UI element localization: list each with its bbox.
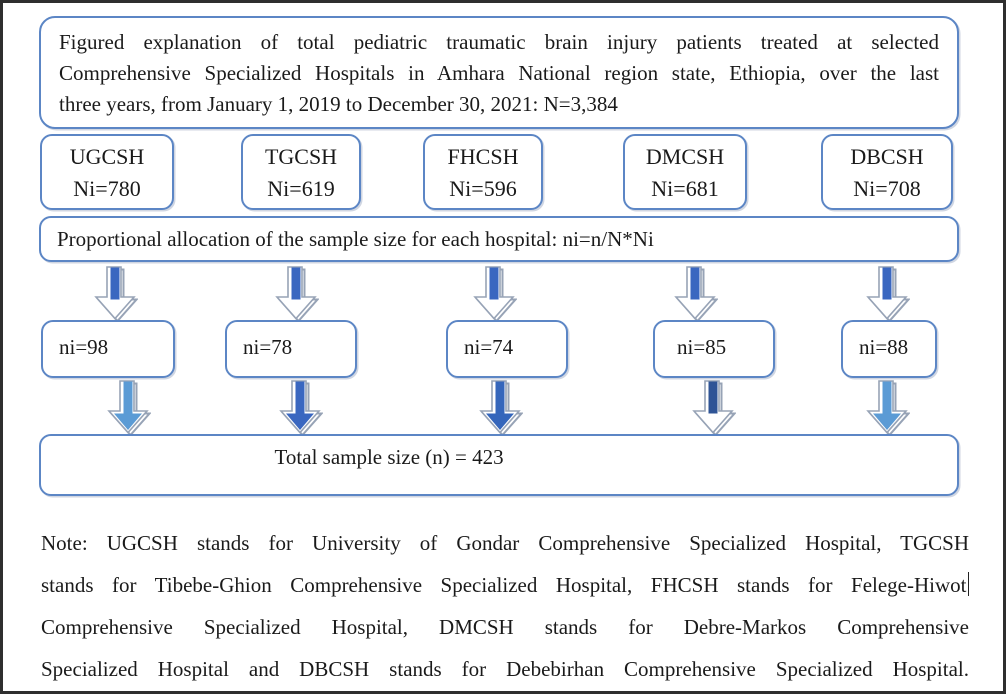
sample-size-label: ni=74 (464, 335, 514, 359)
sample-size-box: ni=98 (41, 320, 175, 378)
sample-size-box: ni=78 (225, 320, 357, 378)
down-arrow-icon (275, 266, 319, 323)
hospital-box-dmcsh: DMCSH Ni=681 (623, 134, 747, 210)
title-line: Figured explanation of total pediatric t… (59, 30, 939, 54)
sample-size-label: ni=88 (859, 335, 909, 359)
hospital-box-ugcsh: UGCSH Ni=780 (40, 134, 174, 210)
total-sample-box: Total sample size (n) = 423 (39, 434, 959, 496)
hospital-abbr: UGCSH (69, 144, 145, 169)
total-sample-text: Total sample size (n) = 423 (274, 445, 504, 469)
sample-size-row: ni=98 ni=78 ni=74 ni=85 ni=88 (39, 320, 959, 378)
hospital-abbr: DBCSH (850, 144, 924, 169)
title-line: Comprehensive Specialized Hospitals in A… (59, 61, 939, 85)
text-cursor (967, 572, 969, 596)
note-line: Specialized Hospital and DBCSH stands fo… (41, 657, 969, 681)
hospital-row: UGCSH Ni=780 TGCSH Ni=619 FHCSH Ni=596 D… (39, 134, 959, 210)
down-arrow-icon (674, 266, 718, 323)
sample-size-label: ni=98 (59, 335, 109, 359)
sample-size-box: ni=88 (841, 320, 937, 378)
arrow-row-1 (39, 265, 959, 323)
note-line: Comprehensive Specialized Hospital, DMCS… (41, 615, 969, 639)
hospital-total: Ni=780 (73, 176, 141, 201)
hospital-total: Ni=681 (651, 176, 719, 201)
title-line: three years, from January 1, 2019 to Dec… (59, 92, 618, 116)
down-arrow-icon (94, 266, 138, 323)
sample-size-label: ni=85 (677, 335, 727, 359)
hospital-abbr: FHCSH (447, 144, 519, 169)
note-line: Note: UGCSH stands for University of Gon… (41, 531, 969, 555)
allocation-text: Proportional allocation of the sample si… (57, 226, 654, 251)
down-arrow-icon (479, 380, 523, 437)
down-arrow-icon (692, 380, 736, 437)
sample-size-box: ni=85 (653, 320, 775, 378)
note-paragraph: Note: UGCSH stands for University of Gon… (41, 522, 969, 690)
hospital-abbr: TGCSH (264, 144, 338, 169)
arrow-row-2 (39, 379, 959, 437)
hospital-box-tgcsh: TGCSH Ni=619 (241, 134, 361, 210)
hospital-abbr: DMCSH (645, 144, 725, 169)
title-box: Figured explanation of total pediatric t… (39, 16, 959, 129)
hospital-total: Ni=619 (267, 176, 335, 201)
hospital-total: Ni=596 (449, 176, 517, 201)
hospital-box-dbcsh: DBCSH Ni=708 (821, 134, 953, 210)
down-arrow-icon (279, 380, 323, 437)
note-line: stands for Tibebe-Ghion Comprehensive Sp… (41, 564, 969, 606)
down-arrow-icon (866, 380, 910, 437)
allocation-box: Proportional allocation of the sample si… (39, 216, 959, 262)
down-arrow-icon (866, 266, 910, 323)
sample-size-label: ni=78 (243, 335, 293, 359)
hospital-total: Ni=708 (853, 176, 921, 201)
down-arrow-icon (107, 380, 151, 437)
hospital-box-fhcsh: FHCSH Ni=596 (423, 134, 543, 210)
down-arrow-icon (473, 266, 517, 323)
sample-size-box: ni=74 (446, 320, 568, 378)
